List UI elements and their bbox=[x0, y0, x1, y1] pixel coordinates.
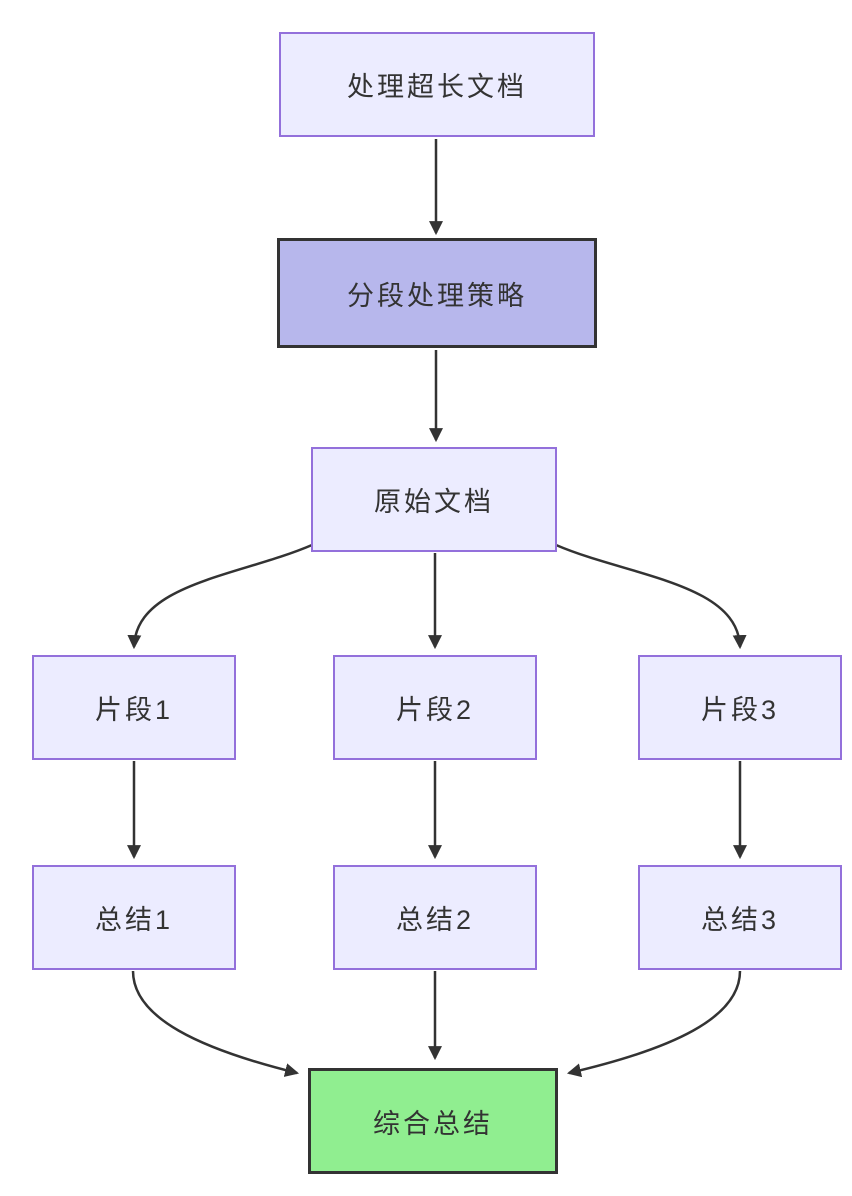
node-summary-2: 总结2 bbox=[333, 865, 537, 970]
node-label: 总结3 bbox=[700, 905, 780, 935]
node-label: 总结1 bbox=[94, 905, 174, 935]
node-segmentation-strategy: 分段处理策略 bbox=[277, 238, 597, 348]
node-label: 片段1 bbox=[94, 695, 174, 725]
edge-summary3-final bbox=[566, 970, 742, 1078]
node-fragment-1: 片段1 bbox=[32, 655, 236, 760]
node-fragment-2: 片段2 bbox=[333, 655, 537, 760]
edge-summary1-final bbox=[131, 970, 300, 1077]
node-summary-1: 总结1 bbox=[32, 865, 236, 970]
edge-source-fragment1 bbox=[127, 543, 313, 650]
node-process-long-document: 处理超长文档 bbox=[279, 32, 595, 137]
node-label: 分段处理策略 bbox=[347, 280, 527, 311]
node-fragment-3: 片段3 bbox=[638, 655, 842, 760]
node-label: 原始文档 bbox=[374, 487, 494, 517]
node-label: 综合总结 bbox=[373, 1108, 493, 1139]
node-label: 总结2 bbox=[395, 905, 475, 935]
node-original-document: 原始文档 bbox=[311, 447, 557, 552]
node-label: 片段3 bbox=[700, 695, 780, 725]
node-label: 片段2 bbox=[395, 695, 475, 725]
node-summary-3: 总结3 bbox=[638, 865, 842, 970]
edge-source-fragment3 bbox=[555, 543, 747, 650]
node-final-summary: 综合总结 bbox=[308, 1068, 558, 1174]
node-label: 处理超长文档 bbox=[347, 72, 527, 102]
